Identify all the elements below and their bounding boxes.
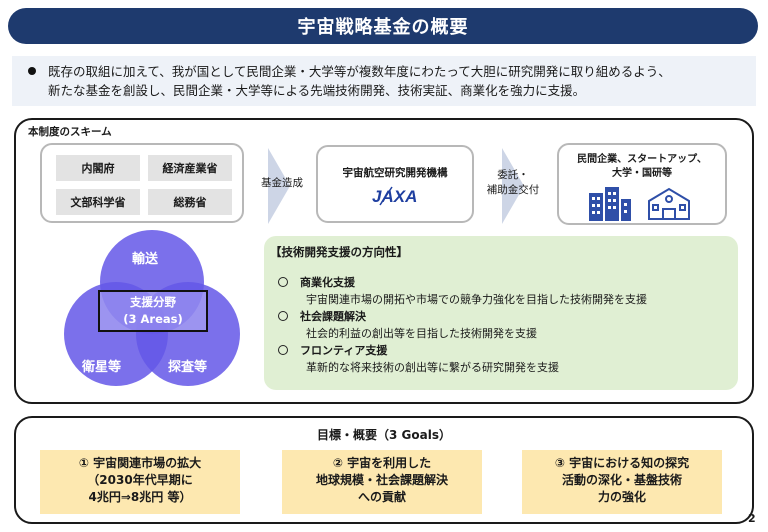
direction-head: 商業化支援	[300, 276, 355, 289]
fund-creation-label: 基金造成	[261, 177, 303, 189]
private-line-2: 大学・国研等	[612, 168, 672, 179]
goal-line: （2030年代早期に	[87, 473, 193, 487]
circle-bullet-icon	[278, 277, 288, 287]
private-line-1: 民間企業、スタートアップ、	[577, 154, 707, 165]
goal-line: 活動の深化・基盤技術	[561, 473, 682, 487]
goal-card-1: ① 宇宙関連市場の拡大 （2030年代早期に 4兆円⇒8兆円 等）	[40, 450, 240, 514]
page-number: 2	[748, 512, 756, 525]
private-sector-name: 民間企業、スタートアップ、 大学・国研等	[559, 153, 725, 181]
direction-desc: 社会的利益の創出等を目指した技術開発を支援	[306, 327, 537, 340]
goal-line: ② 宇宙を利用した	[332, 456, 432, 470]
venn-circle-exploration	[136, 282, 240, 386]
direction-item-frontier: フロンティア支援	[278, 342, 387, 358]
scheme-label: 本制度のスキーム	[28, 126, 112, 138]
venn-label-exploration: 探査等	[168, 360, 208, 375]
jaxa-name: 宇宙航空研究開発機構	[342, 167, 448, 179]
support-areas-line-1: 支援分野	[130, 295, 176, 309]
jaxa-logo-text: JAXA	[372, 187, 417, 206]
commission-label-line-1: 委託・	[497, 169, 529, 181]
venn-diagram	[64, 230, 240, 386]
commission-label-line-2: 補助金交付	[486, 184, 540, 196]
goal-line: 4兆円⇒8兆円 等）	[88, 490, 192, 504]
goal-card-3: ③ 宇宙における知の探究 活動の深化・基盤技術 力の強化	[522, 450, 722, 514]
direction-desc: 革新的な将来技術の創出等に繋がる研究開発を支援	[306, 361, 559, 374]
goal-card-2: ② 宇宙を利用した 地球規模・社会課題解決 への貢献	[282, 450, 482, 514]
venn-circle-satellite	[64, 282, 168, 386]
circle-bullet-icon	[278, 311, 288, 321]
direction-title: 【技術開発支援の方向性】	[270, 245, 408, 259]
institution-icons	[589, 187, 690, 221]
direction-item-social: 社会課題解決	[278, 308, 366, 324]
goal-line: への貢献	[357, 490, 406, 504]
direction-panel	[264, 236, 738, 390]
support-areas-box: 支援分野 (3 Areas)	[98, 290, 208, 332]
direction-head: 社会課題解決	[300, 310, 366, 323]
school-icon	[648, 187, 690, 220]
ministry-meti: 経済産業省	[148, 155, 232, 181]
goal-line: ① 宇宙関連市場の拡大	[78, 456, 202, 470]
page-title: 宇宙戦略基金の概要	[8, 8, 758, 44]
jaxa-logo-icon: JAXA	[372, 186, 417, 206]
goal-line: 地球規模・社会課題解決	[315, 473, 448, 487]
intro-panel: 既存の取組に加えて、我が国として民間企業・大学等が複数年度にわたって大胆に研究開…	[12, 56, 756, 106]
goal-line: ③ 宇宙における知の探究	[554, 456, 690, 470]
ministry-mic: 総務省	[148, 189, 232, 215]
direction-desc: 宇宙関連市場の開拓や市場での競争力強化を目指した技術開発を支援	[306, 293, 647, 306]
arrow-right-icon-2	[502, 148, 524, 224]
commission-label: 委託・ 補助金交付	[478, 168, 548, 198]
ministries-box: 内閣府 経済産業省 文部科学省 総務省	[40, 143, 244, 223]
jaxa-box: 宇宙航空研究開発機構 JAXA	[316, 145, 474, 223]
direction-head: フロンティア支援	[300, 344, 388, 357]
circle-bullet-icon	[278, 345, 288, 355]
intro-line-1: 既存の取組に加えて、我が国として民間企業・大学等が複数年度にわたって大胆に研究開…	[48, 64, 671, 79]
ministry-cabinet-office: 内閣府	[56, 155, 140, 181]
bullet-icon	[28, 67, 36, 75]
ministry-mext: 文部科学省	[56, 189, 140, 215]
goals-title: 目標・概要（3 Goals）	[317, 428, 451, 442]
building-icon	[589, 187, 631, 221]
support-areas-line-2: (3 Areas)	[123, 312, 183, 326]
goal-line: 力の強化	[597, 490, 646, 504]
intro-line-2: 新たな基金を創設し、民間企業・大学等による先端技術開発、技術実証、商業化を強力に…	[48, 83, 586, 98]
private-sector-box: 民間企業、スタートアップ、 大学・国研等	[557, 143, 727, 225]
venn-label-satellite: 衛星等	[82, 360, 122, 375]
venn-label-transport: 輸送	[132, 252, 159, 267]
direction-item-commercial: 商業化支援	[278, 274, 355, 290]
arrow-right-icon	[268, 148, 290, 224]
